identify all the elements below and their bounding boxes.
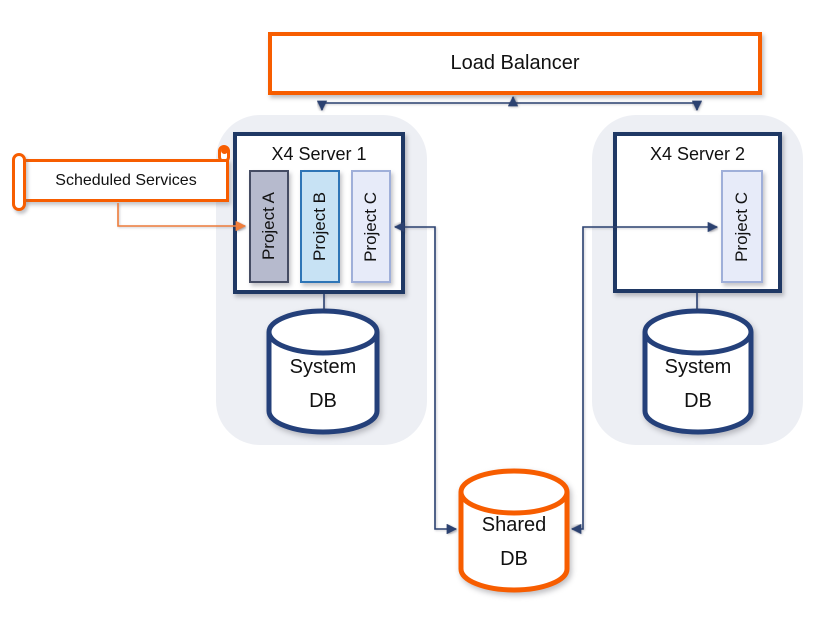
server1-project-a-label: Project A <box>259 192 278 261</box>
server1-title: X4 Server 1 <box>271 144 367 164</box>
load-balancer-box: Load Balancer <box>268 32 762 95</box>
system-db-1-label-line2: DB <box>309 390 337 412</box>
scheduled-services-label: Scheduled Services <box>55 171 197 189</box>
server1-project-c: Project C <box>351 170 391 283</box>
shared-db-label-line1: Shared <box>481 514 547 536</box>
system-db-2-label-line1: System <box>664 356 732 378</box>
scroll-banner-roll <box>12 153 26 211</box>
server2-project-c: Project C <box>721 170 763 283</box>
lb-to-servers-connector <box>316 100 703 112</box>
system-db-2: System DB <box>642 308 754 436</box>
server1-project-a: Project A <box>249 170 289 283</box>
server1-project-b: Project B <box>300 170 340 283</box>
database-cylinder-icon <box>266 308 380 435</box>
shared-db-label-line2: DB <box>500 548 528 570</box>
database-cylinder-icon <box>458 468 570 593</box>
shared-db: Shared DB <box>458 468 570 594</box>
system-db-2-label-line2: DB <box>684 390 712 412</box>
server2-project-c-label: Project C <box>732 191 751 262</box>
server1-project-b-label: Project B <box>310 192 329 261</box>
server2-title: X4 Server 2 <box>649 144 746 164</box>
system-db-1: System DB <box>266 308 380 436</box>
load-balancer-label: Load Balancer <box>450 52 580 74</box>
system-db-1-label-line1: System <box>289 356 357 378</box>
server1-project-c-label: Project C <box>361 191 380 262</box>
scroll-banner-dot <box>221 147 228 154</box>
scheduled-services-banner: Scheduled Services <box>23 159 229 202</box>
